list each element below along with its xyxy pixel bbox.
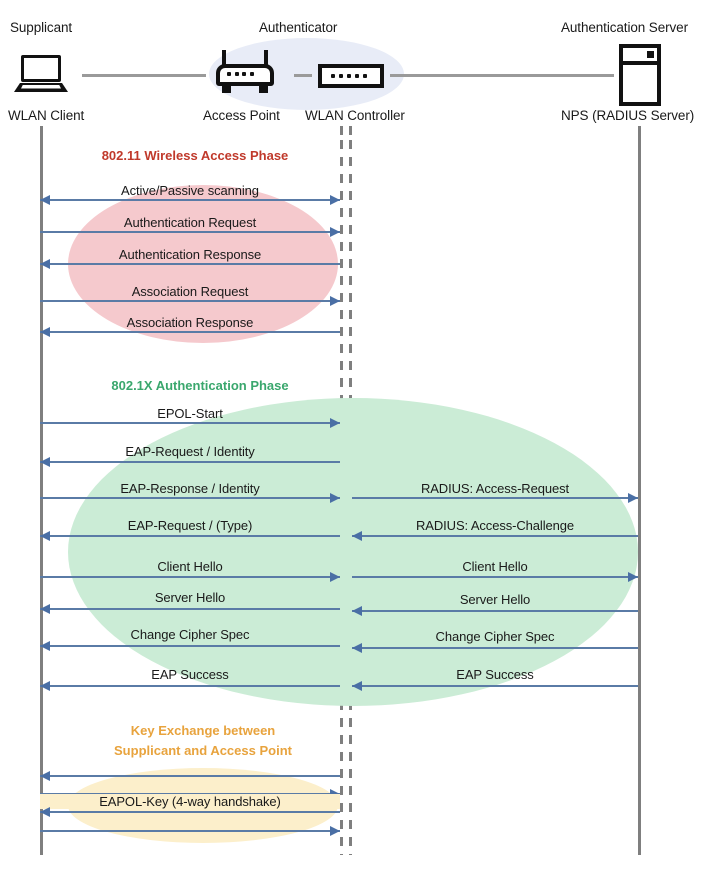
message-label-active-passive-scanning: Active/Passive scanning	[121, 183, 259, 198]
message-label-eap-request-identity: EAP-Request / Identity	[125, 444, 255, 459]
role-label-authenticator: Authenticator	[259, 20, 338, 35]
lifeline-stub-controller	[349, 126, 352, 140]
message-label-eap-success-left: EAP Success	[151, 667, 229, 682]
message-label-eap-response-identity: EAP-Response / Identity	[120, 481, 260, 496]
phase-802-1x-title: 802.1X Authentication Phase	[111, 378, 289, 393]
access-point-icon	[216, 50, 274, 94]
message-label-radius-access-request: RADIUS: Access-Request	[420, 481, 570, 496]
link-client-to-ap	[82, 74, 206, 77]
node-label-access-point: Access Point	[203, 108, 280, 123]
message-label-authentication-response: Authentication Response	[118, 247, 262, 262]
phase-802-1x-ellipse	[68, 398, 638, 706]
node-label-wlan-client: WLAN Client	[8, 108, 85, 123]
message-label-radius-access-challenge: RADIUS: Access-Challenge	[416, 518, 574, 533]
node-label-wlan-controller: WLAN Controller	[305, 108, 405, 123]
message-label-association-response: Association Response	[126, 315, 254, 330]
role-label-supplicant: Supplicant	[10, 20, 73, 35]
server-icon	[619, 44, 661, 106]
message-label-epol-start: EPOL-Start	[157, 406, 223, 421]
phase-key-exchange-title-line2: Supplicant and Access Point	[114, 743, 292, 758]
message-label-eapol-key: EAPOL-Key (4-way handshake)	[40, 794, 340, 809]
node-label-nps: NPS (RADIUS Server)	[561, 108, 695, 123]
message-label-client-hello-right: Client Hello	[462, 559, 528, 574]
message-label-change-cipher-spec-left: Change Cipher Spec	[130, 627, 250, 642]
link-controller-to-server	[390, 74, 614, 77]
lifeline-stub-ap	[340, 126, 343, 140]
message-label-eap-success-right: EAP Success	[456, 667, 534, 682]
laptop-icon	[14, 55, 68, 93]
role-label-authentication-server: Authentication Server	[561, 20, 688, 35]
phase-key-exchange-title-line1: Key Exchange between	[130, 723, 276, 738]
lifeline-authentication-server	[638, 140, 641, 855]
message-label-change-cipher-spec-right: Change Cipher Spec	[435, 629, 555, 644]
lifeline-stub-server	[638, 126, 641, 140]
wlan-controller-icon	[318, 56, 384, 90]
message-label-server-hello-right: Server Hello	[459, 592, 531, 607]
phase-802-11-title: 802.11 Wireless Access Phase	[101, 148, 289, 163]
message-label-authentication-request: Authentication Request	[123, 215, 257, 230]
link-ap-to-controller	[294, 74, 312, 77]
lifeline-stub-client	[40, 126, 43, 140]
message-label-eap-request-type: EAP-Request / (Type)	[127, 518, 253, 533]
message-label-client-hello-left: Client Hello	[157, 559, 223, 574]
message-label-server-hello-left: Server Hello	[154, 590, 226, 605]
phase-key-exchange-title: Key Exchange between Supplicant and Acce…	[88, 721, 318, 761]
message-label-association-request: Association Request	[131, 284, 249, 299]
